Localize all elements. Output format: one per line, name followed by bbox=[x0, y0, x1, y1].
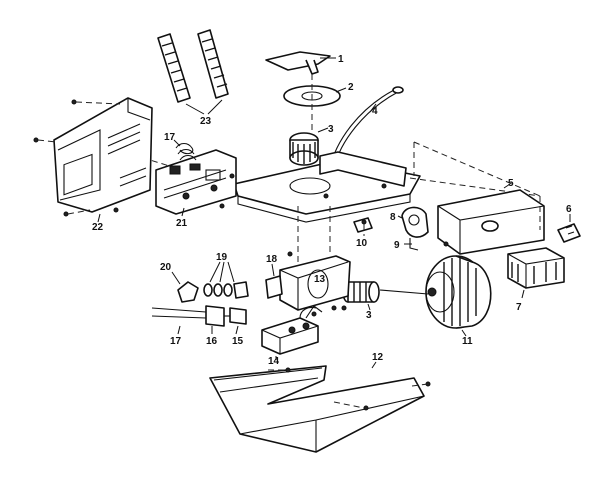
callout-14: 14 bbox=[268, 356, 280, 367]
callout-19: 19 bbox=[216, 252, 228, 263]
gear-housing bbox=[279, 206, 351, 317]
drive-gear-upper bbox=[289, 127, 329, 166]
callout-17-lower: 17 bbox=[170, 336, 182, 347]
worm-gear-lower bbox=[320, 281, 380, 311]
callout-6: 6 bbox=[566, 204, 572, 215]
sprocket-collar bbox=[283, 74, 347, 140]
capacitor bbox=[507, 247, 565, 299]
top-bracket bbox=[265, 51, 336, 75]
callout-1: 1 bbox=[338, 54, 344, 65]
callout-8: 8 bbox=[390, 212, 396, 223]
spacer-block bbox=[265, 263, 283, 299]
terminal-block bbox=[261, 305, 323, 360]
light-lens-tray bbox=[209, 361, 431, 453]
callout-21: 21 bbox=[176, 218, 188, 229]
callout-9: 9 bbox=[394, 240, 400, 251]
callout-3-lower: 3 bbox=[366, 310, 372, 321]
coil-spring bbox=[173, 139, 197, 161]
rail-pieces bbox=[157, 29, 229, 115]
callout-10: 10 bbox=[356, 238, 368, 249]
motor bbox=[379, 255, 492, 337]
callout-23: 23 bbox=[200, 116, 212, 127]
callout-labels: 1 2 3 3 4 5 6 7 8 9 10 11 12 13 14 15 16… bbox=[92, 54, 572, 367]
callout-20: 20 bbox=[160, 262, 172, 273]
circuit-board bbox=[155, 149, 237, 217]
chassis-plate bbox=[149, 151, 541, 223]
washers bbox=[203, 261, 249, 299]
callout-22: 22 bbox=[92, 222, 104, 233]
callout-2: 2 bbox=[348, 82, 354, 93]
callout-18: 18 bbox=[266, 254, 278, 265]
callout-12: 12 bbox=[372, 352, 384, 363]
release-knob bbox=[171, 271, 199, 303]
callout-15: 15 bbox=[232, 336, 244, 347]
callout-13: 13 bbox=[314, 274, 326, 285]
motor-cover bbox=[413, 141, 545, 255]
cord-plug bbox=[557, 214, 581, 243]
front-cover bbox=[33, 97, 153, 223]
light-socket bbox=[397, 206, 429, 251]
callout-7: 7 bbox=[516, 302, 522, 313]
callout-4: 4 bbox=[372, 106, 378, 117]
callout-5: 5 bbox=[508, 178, 514, 189]
callout-17-upper: 17 bbox=[164, 132, 176, 143]
wire-clip bbox=[353, 217, 373, 236]
callout-16: 16 bbox=[206, 336, 218, 347]
callout-11: 11 bbox=[462, 336, 473, 347]
cord-assembly bbox=[151, 305, 247, 335]
callout-3-upper: 3 bbox=[328, 124, 334, 135]
